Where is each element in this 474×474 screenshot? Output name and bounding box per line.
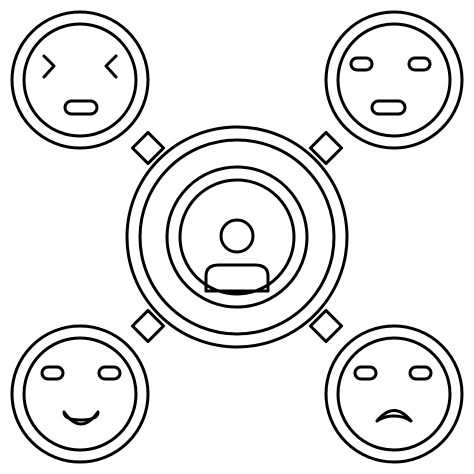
neutral-right-eye bbox=[407, 56, 432, 72]
happy-face-outer bbox=[10, 324, 150, 464]
neutral-left-eye bbox=[349, 56, 374, 72]
center-hub bbox=[125, 125, 349, 349]
neutral-face-outer bbox=[324, 10, 464, 150]
happy-left-eye bbox=[40, 365, 65, 381]
user-body bbox=[204, 263, 270, 293]
angry-face-inner bbox=[22, 22, 138, 138]
user-head bbox=[219, 218, 255, 254]
happy-face-icon bbox=[10, 324, 150, 464]
happy-mouth bbox=[62, 410, 100, 426]
neutral-face-icon bbox=[324, 10, 464, 150]
happy-right-eye bbox=[97, 365, 122, 381]
hub-inner-ring bbox=[165, 165, 309, 309]
happy-face-inner bbox=[22, 336, 138, 452]
connector-diamond-bottom-left bbox=[130, 308, 166, 344]
connector-diamond-top-left bbox=[130, 130, 166, 166]
sad-face-icon bbox=[324, 324, 464, 464]
neutral-face-inner bbox=[336, 22, 452, 138]
hub-middle-ring bbox=[138, 138, 336, 336]
sad-left-eye bbox=[353, 365, 378, 381]
sad-mouth bbox=[375, 409, 413, 423]
angry-face-icon bbox=[10, 10, 150, 150]
angry-left-eye bbox=[42, 54, 56, 79]
user-avatar-icon bbox=[204, 218, 270, 293]
connector-diamonds bbox=[130, 130, 344, 344]
angry-mouth bbox=[63, 99, 99, 116]
hub-outer-ring bbox=[125, 125, 349, 349]
neutral-mouth bbox=[370, 99, 407, 116]
connector-diamond-top-right bbox=[308, 130, 344, 166]
angry-right-eye bbox=[104, 54, 118, 79]
sad-face-inner bbox=[336, 336, 452, 452]
connector-diamond-bottom-right bbox=[308, 308, 344, 344]
sad-face-outer bbox=[324, 324, 464, 464]
angry-face-outer bbox=[10, 10, 150, 150]
sad-right-eye bbox=[408, 365, 433, 381]
hub-core-ring bbox=[178, 178, 296, 296]
